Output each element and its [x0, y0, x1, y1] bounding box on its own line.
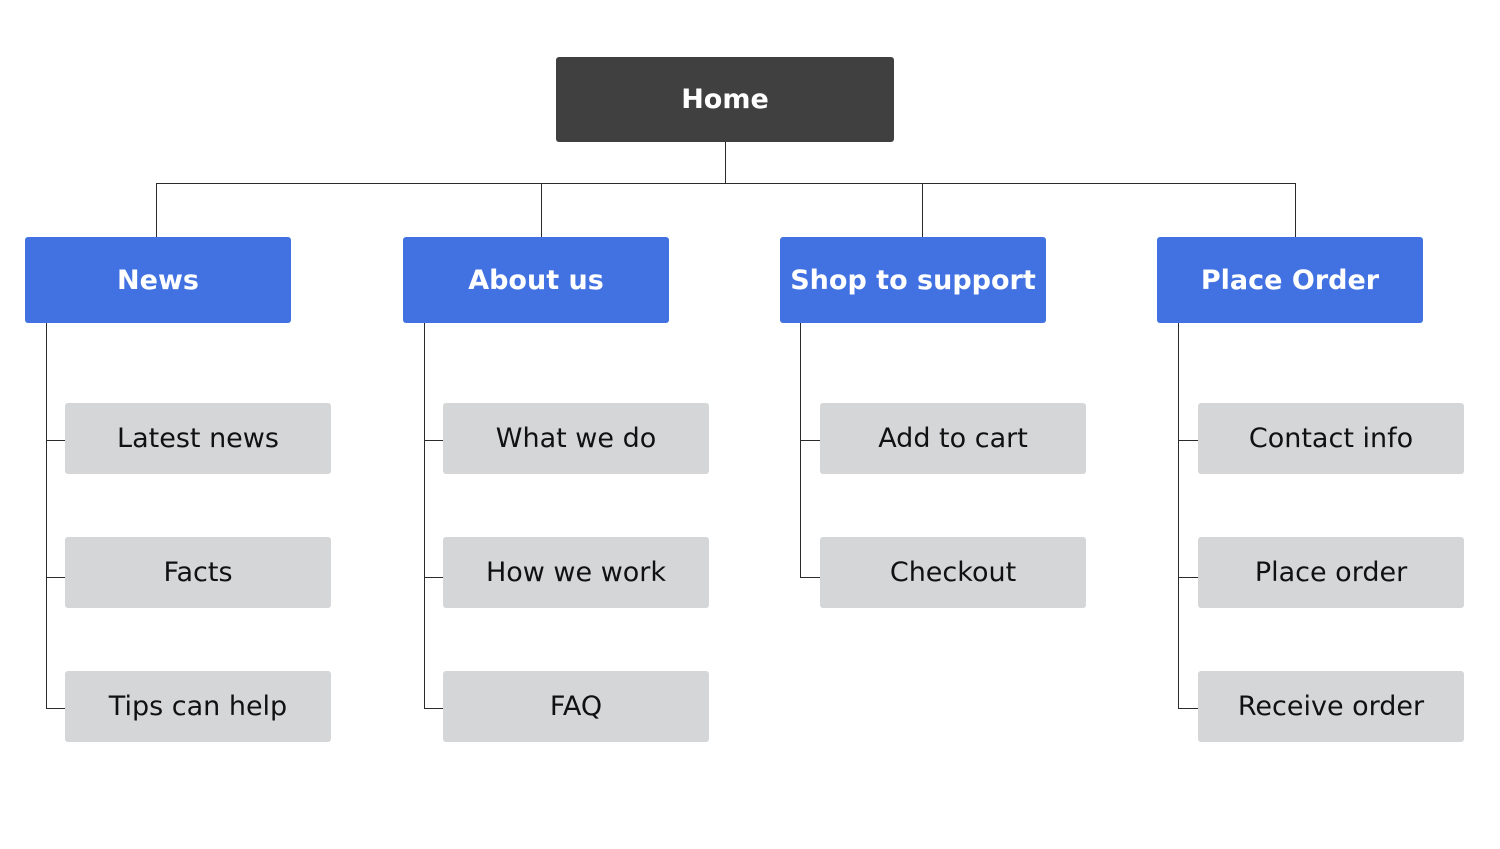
section-node-label: News: [117, 264, 199, 296]
page-node-label: Checkout: [889, 557, 1017, 588]
branch-tick-connector: [424, 577, 443, 578]
branch-tick-connector: [46, 708, 66, 709]
page-node-label: FAQ: [549, 691, 603, 722]
branch-spine-connector: [424, 323, 425, 708]
page-node-add-to-cart: Add to cart: [820, 403, 1086, 474]
section-node-label: Place Order: [1200, 264, 1380, 296]
root-node-home: Home: [556, 57, 894, 142]
page-node-label: Contact info: [1248, 423, 1414, 454]
section-node-shop-to-support: Shop to support: [780, 237, 1046, 323]
branch-spine-connector: [1178, 323, 1179, 708]
branch-tick-connector: [46, 440, 66, 441]
page-node-receive-order: Receive order: [1198, 671, 1464, 742]
page-node-contact-info: Contact info: [1198, 403, 1464, 474]
section-drop-connector: [156, 183, 157, 238]
section-node-label: Shop to support: [790, 264, 1036, 296]
page-node-how-we-work: How we work: [443, 537, 709, 608]
page-node-label: Place order: [1254, 557, 1408, 588]
section-drop-connector: [541, 183, 542, 238]
branch-tick-connector: [1178, 577, 1198, 578]
page-node-tips-can-help: Tips can help: [65, 671, 331, 742]
branch-tick-connector: [424, 440, 443, 441]
branch-spine-connector: [800, 323, 801, 577]
page-node-place-order: Place order: [1198, 537, 1464, 608]
section-node-about-us: About us: [403, 237, 669, 323]
branch-tick-connector: [1178, 440, 1198, 441]
page-node-label: Receive order: [1237, 691, 1425, 722]
branch-tick-connector: [424, 708, 443, 709]
section-node-place-order: Place Order: [1157, 237, 1423, 323]
page-node-label: Add to cart: [878, 423, 1028, 454]
page-node-what-we-do: What we do: [443, 403, 709, 474]
section-drop-connector: [1295, 183, 1296, 238]
page-node-label: Latest news: [117, 423, 279, 454]
page-node-facts: Facts: [65, 537, 331, 608]
branch-spine-connector: [46, 323, 47, 708]
root-trunk-connector: [725, 142, 726, 184]
branch-tick-connector: [46, 577, 66, 578]
section-node-label: About us: [468, 264, 604, 296]
branch-tick-connector: [1178, 708, 1198, 709]
page-node-latest-news: Latest news: [65, 403, 331, 474]
page-node-label: What we do: [495, 423, 657, 454]
section-node-news: News: [25, 237, 291, 323]
section-drop-connector: [922, 183, 923, 238]
page-node-label: How we work: [485, 557, 667, 588]
section-bus-connector: [156, 183, 1296, 184]
page-node-checkout: Checkout: [820, 537, 1086, 608]
branch-tick-connector: [800, 440, 820, 441]
root-node-label: Home: [681, 84, 769, 115]
page-node-label: Facts: [163, 557, 233, 588]
page-node-label: Tips can help: [108, 691, 288, 722]
page-node-faq: FAQ: [443, 671, 709, 742]
branch-tick-connector: [800, 577, 820, 578]
